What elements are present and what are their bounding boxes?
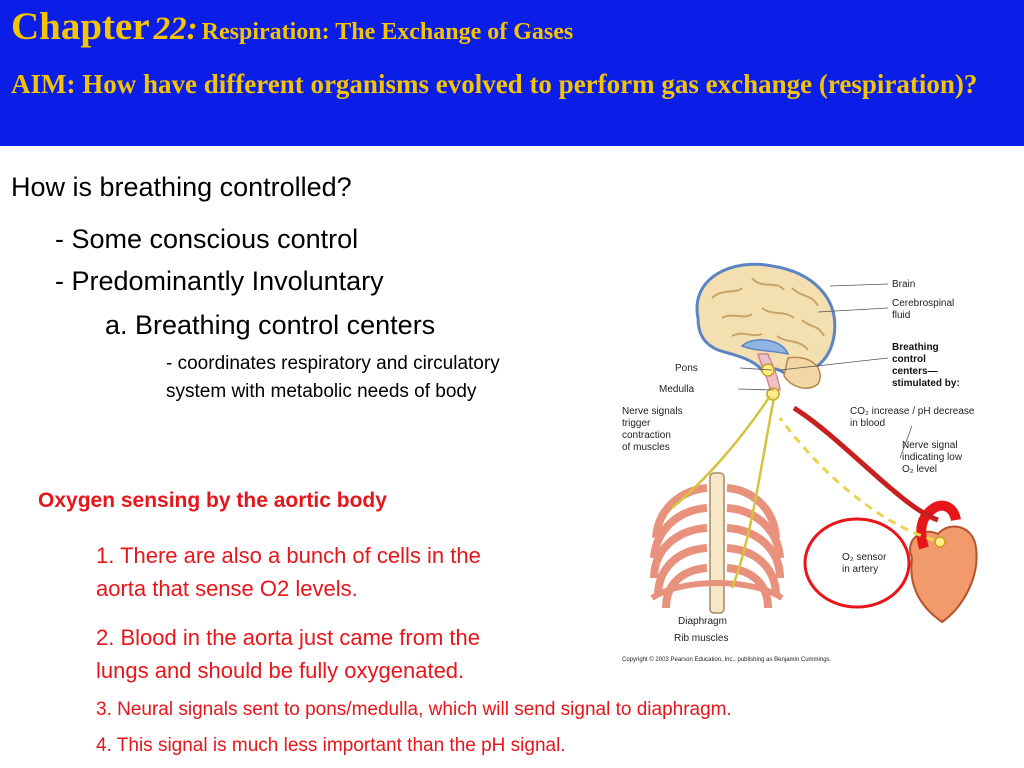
bullet-involuntary: - Predominantly Involuntary [55,266,384,296]
label-bcc-2: control [892,354,926,365]
label-nerve-trigger-3: contraction [622,430,671,441]
heart-illustration [909,500,978,624]
figure-copyright: Copyright © 2003 Pearson Education, Inc.… [622,656,832,663]
chapter-title: Chapter 22: Respiration: The Exchange of… [11,4,573,49]
chapter-subtitle: Respiration: The Exchange of Gases [201,19,574,45]
label-brain: Brain [892,279,915,290]
label-bcc-1: Breathing [892,342,939,353]
oxygen-sensing-heading: Oxygen sensing by the aortic body [38,489,387,512]
label-leaders [737,283,913,459]
oxygen-point-1: 1. There are also a bunch of cells in th… [96,539,481,605]
oxygen-point-4: 4. This signal is much less important th… [96,735,566,756]
brain-illustration [695,262,837,401]
label-o2-sensor-1: O₂ sensor [842,552,887,563]
label-o2-sensor-2: in artery [842,564,878,575]
label-nerve-low-1: Nerve signal [902,440,958,451]
label-rib-muscles: Rib muscles [674,633,728,644]
label-stimulated: stimulated by: [892,378,960,389]
label-nerve-trigger-2: trigger [622,418,651,429]
aim-statement: AIM: How have different organisms evolve… [11,69,978,99]
nerve-signal-path-left [671,395,772,509]
oxygen-point-1-line1: 1. There are also a bunch of cells in th… [96,543,481,568]
oxygen-point-2: 2. Blood in the aorta just came from the… [96,621,480,687]
sub-bullet-detail: - coordinates respiratory and circulator… [166,350,500,406]
label-bcc-3: centers— [892,366,938,377]
breathing-control-diagram: Brain Cerebrospinal fluid Pons Medulla B… [622,262,978,663]
question-heading: How is breathing controlled? [11,172,352,202]
nerve-signal-path-right [730,397,776,589]
sub-bullet-detail-line2: system with metabolic needs of body [166,381,477,402]
label-diaphragm: Diaphragm [678,616,727,627]
label-pons: Pons [675,363,698,374]
oxygen-point-2-line2: lungs and should be fully oxygenated. [96,658,465,683]
oxygen-point-1-line2: aorta that sense O2 levels. [96,576,358,601]
label-nerve-low-2: indicating low [902,452,963,463]
label-csf-2: fluid [892,310,910,321]
o2-signal-dashed-arrow [778,417,935,542]
label-nerve-trigger-4: of muscles [622,442,670,453]
bullet-conscious-control: - Some conscious control [55,224,359,254]
label-co2-2: in blood [850,418,885,429]
co2-signal-arrow [792,405,939,523]
oxygen-point-2-line1: 2. Blood in the aorta just came from the [96,625,480,650]
label-medulla: Medulla [659,384,694,395]
title-banner: Chapter 22: Respiration: The Exchange of… [0,0,1024,146]
oxygen-point-3: 3. Neural signals sent to pons/medulla, … [96,699,732,720]
sub-bullet-detail-line1: - coordinates respiratory and circulator… [166,353,500,374]
label-nerve-low-3: O₂ level [902,464,937,475]
chapter-word: Chapter [11,5,150,48]
o2-sensor-highlight [803,517,911,609]
ribcage-illustration [650,472,784,614]
label-csf-1: Cerebrospinal [892,298,954,309]
label-co2-1: CO₂ increase / pH decrease [850,406,975,417]
sub-bullet-control-centers: a. Breathing control centers [105,310,436,340]
chapter-number: 22: [153,11,198,47]
label-nerve-trigger-1: Nerve signals [622,406,683,417]
